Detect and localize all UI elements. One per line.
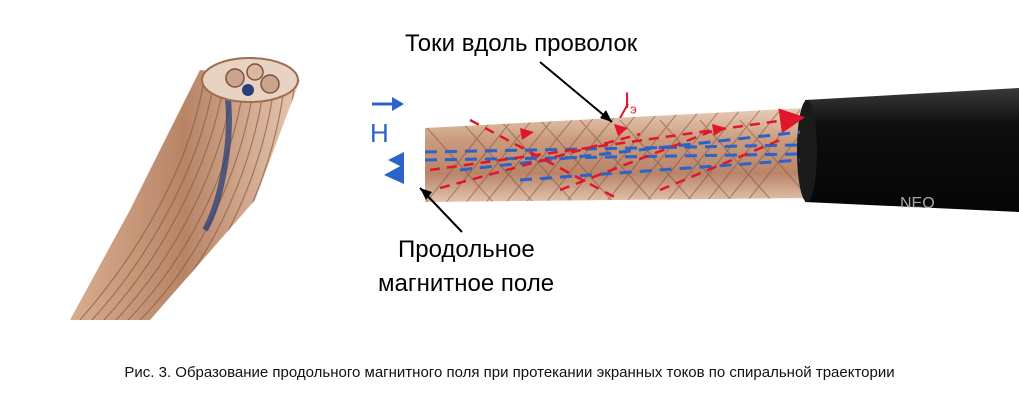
copper-strand-bundle xyxy=(70,57,300,320)
magnetic-field-lines xyxy=(424,130,801,182)
current-symbol: Iэ xyxy=(624,88,637,117)
jacket-print: NEO xyxy=(900,195,935,212)
leader-arrows xyxy=(419,61,629,233)
field-symbol-h: H xyxy=(370,118,389,148)
label-longitudinal-field-line2: магнитное поле xyxy=(378,270,555,297)
label-longitudinal-field-line1: Продольное xyxy=(398,236,535,263)
current-subscript: э xyxy=(630,101,637,117)
figure-caption: Рис. 3. Образование продольного магнитно… xyxy=(124,364,895,381)
current-arrowheads xyxy=(520,124,726,140)
field-arrows xyxy=(372,97,404,184)
label-currents-along-wires: Токи вдоль проволок xyxy=(405,30,638,57)
screen-current-lines xyxy=(429,108,805,202)
